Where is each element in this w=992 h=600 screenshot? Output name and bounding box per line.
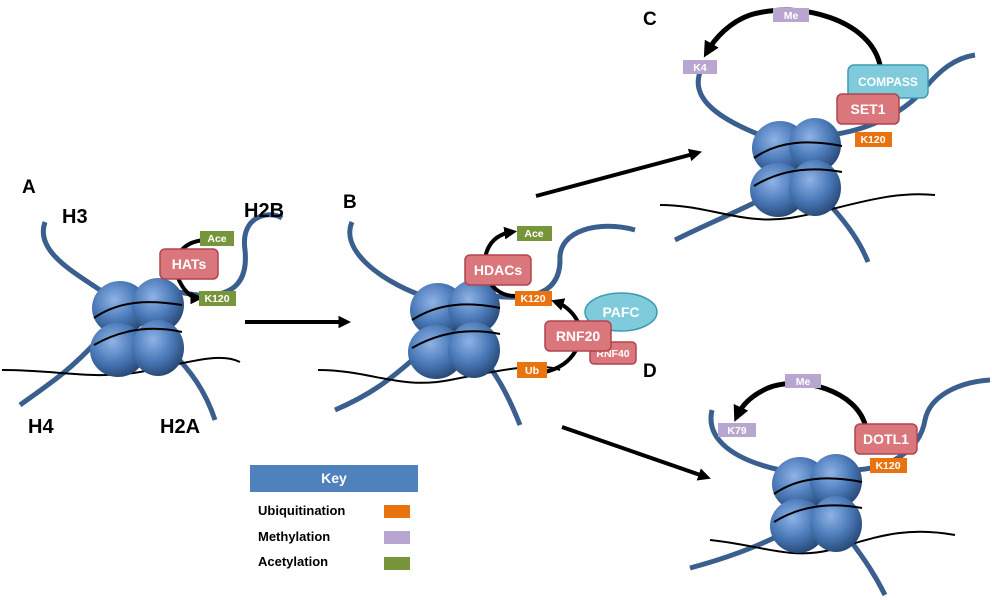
key-item-ubiquitination-swatch xyxy=(384,505,410,518)
k120-tag-a-label: K120 xyxy=(204,293,229,305)
hdacs-enzyme: HDACs xyxy=(464,254,532,286)
k4-tag-label: K4 xyxy=(693,62,707,74)
me-tag-c-label: Me xyxy=(784,10,799,22)
key-title: Key xyxy=(321,470,347,486)
set1-enzyme: SET1 xyxy=(836,93,900,125)
me-tag-c: Me xyxy=(773,8,809,22)
panel-label-c: C xyxy=(643,9,657,30)
histone-label-h2a: H2A xyxy=(160,416,200,438)
nucleosome-d xyxy=(689,377,991,597)
k120-tag-b-label: K120 xyxy=(520,293,545,305)
hats-label: HATs xyxy=(172,256,207,272)
ub-tag-label: Ub xyxy=(525,365,539,377)
ace-tag-b: Ace xyxy=(517,226,552,241)
nucleosome-a xyxy=(1,212,284,421)
k120-tag-c: K120 xyxy=(855,132,892,147)
arrow-b-to-c xyxy=(535,148,702,198)
pafc-label: PAFC xyxy=(602,304,639,320)
key-item-acetylation-label: Acetylation xyxy=(258,554,328,569)
ub-tag: Ub xyxy=(517,362,547,378)
histone-label-h4: H4 xyxy=(28,416,54,438)
ace-tag-a: Ace xyxy=(200,231,234,246)
dotl1-enzyme: DOTL1 xyxy=(854,423,918,455)
histone-label-h2b: H2B xyxy=(244,200,284,222)
k79-tag: K79 xyxy=(718,423,756,437)
panel-label-b: B xyxy=(343,192,357,213)
nucleosome-b xyxy=(317,221,636,426)
k120-tag-a: K120 xyxy=(199,291,236,306)
set1-methylation-arrow xyxy=(703,7,883,66)
key-item-ubiquitination-label: Ubiquitination xyxy=(258,503,345,518)
rnf20-label: RNF20 xyxy=(556,328,601,344)
k4-tag: K4 xyxy=(683,60,717,74)
hdacs-label: HDACs xyxy=(474,262,522,278)
compass-complex: COMPASS xyxy=(847,64,929,99)
compass-label: COMPASS xyxy=(858,75,918,89)
me-tag-d-label: Me xyxy=(796,376,811,388)
k79-tag-label: K79 xyxy=(727,425,746,437)
ace-tag-b-label: Ace xyxy=(524,228,543,240)
k120-tag-c-label: K120 xyxy=(860,134,885,146)
panel-label-d: D xyxy=(643,361,657,382)
key-item-acetylation-swatch xyxy=(384,557,410,570)
dotl1-methylation-arrow xyxy=(733,380,869,429)
k120-tag-d-label: K120 xyxy=(875,460,900,472)
k120-tag-d: K120 xyxy=(870,458,907,473)
arrow-b-to-d xyxy=(561,425,711,481)
panel-label-a: A xyxy=(22,177,36,198)
key-item-methylation-swatch xyxy=(384,531,410,544)
nucleosome-c xyxy=(659,52,976,263)
histone-label-h3: H3 xyxy=(62,206,88,228)
set1-label: SET1 xyxy=(850,101,885,117)
k120-tag-b: K120 xyxy=(515,291,552,306)
key-header xyxy=(250,465,418,492)
rnf20-enzyme: RNF20 xyxy=(544,320,612,352)
key-legend: Key Ubiquitination Methylation Acetylati… xyxy=(250,465,418,570)
key-item-methylation-label: Methylation xyxy=(258,529,330,544)
hats-enzyme: HATs xyxy=(159,248,219,280)
me-tag-d: Me xyxy=(785,374,821,388)
dotl1-label: DOTL1 xyxy=(863,431,909,447)
ace-tag-a-label: Ace xyxy=(207,233,226,245)
